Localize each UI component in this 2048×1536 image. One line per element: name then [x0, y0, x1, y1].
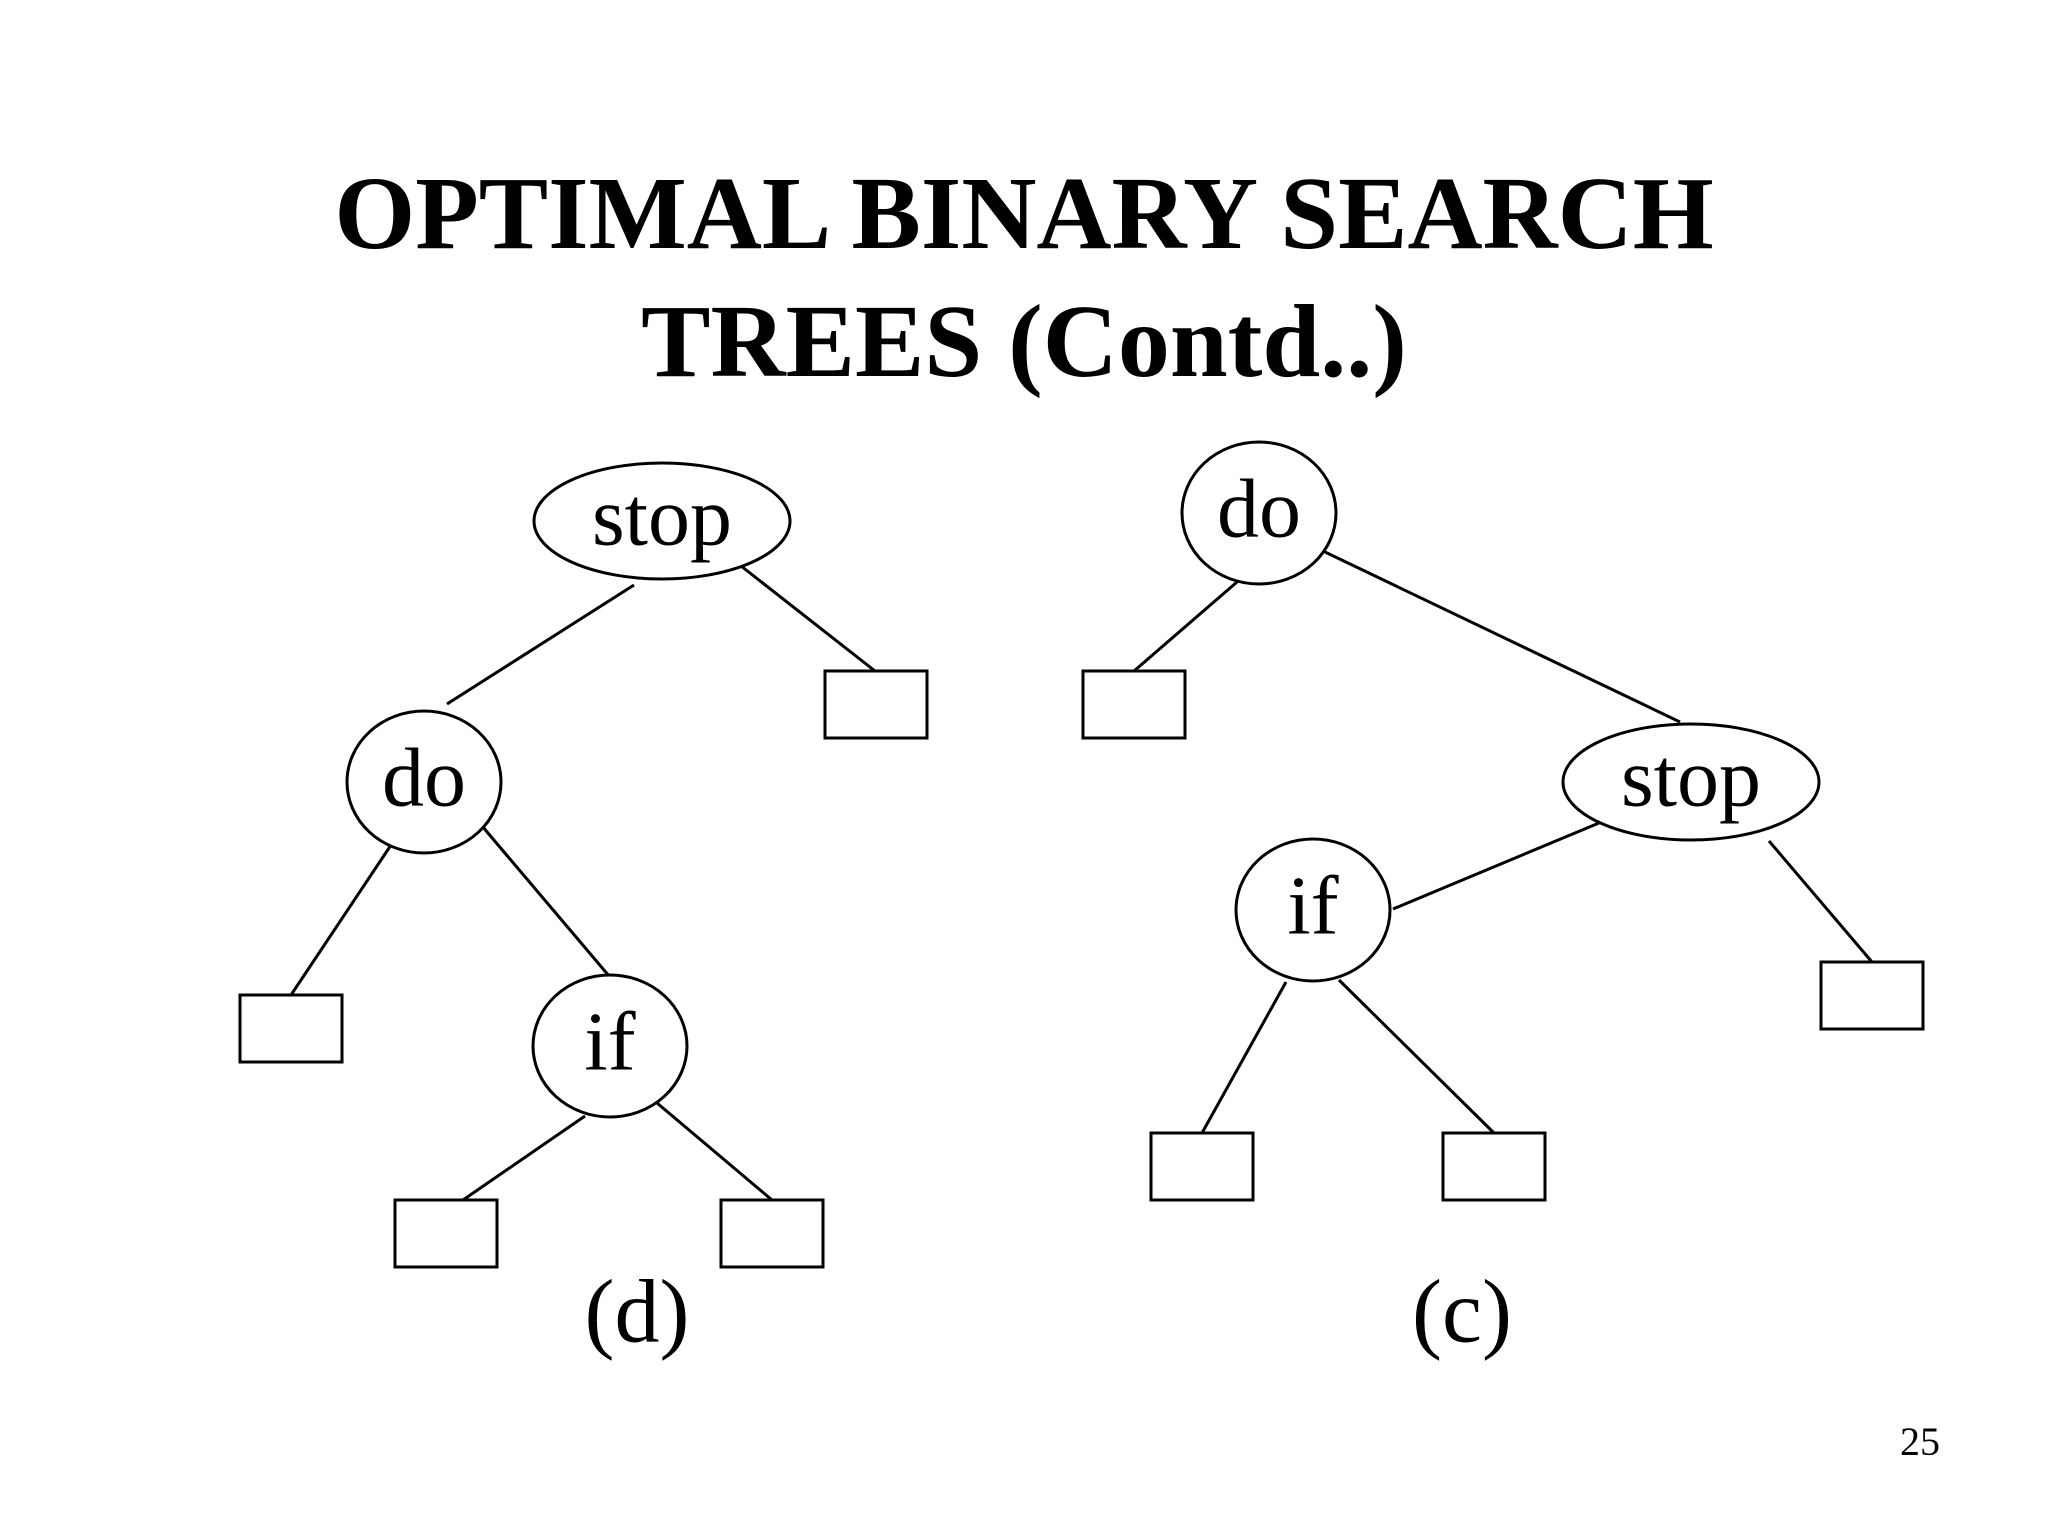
node-d-if: if [531, 973, 689, 1119]
node-label-d-stop: stop [592, 471, 732, 564]
title-line-1: OPTIMAL BINARY SEARCH [334, 156, 1714, 271]
edge-c-if-to-c-leaf-3 [1200, 981, 1288, 1134]
page-number: 25 [1900, 1419, 1940, 1464]
node-label-c-do: do [1217, 463, 1301, 556]
node-d-stop: stop [532, 461, 792, 581]
tree-caption: (c) [1412, 1263, 1512, 1362]
tree-c: do stop if (c) [1081, 440, 1925, 1362]
node-c-stop: stop [1561, 722, 1821, 842]
node-circle-c-if [1234, 837, 1392, 983]
leaf-c-leaf-1 [1081, 669, 1187, 740]
edge-d-if-to-d-leaf-3 [462, 1114, 586, 1202]
node-label-c-if: if [1287, 860, 1338, 953]
edge-c-do-to-c-stop [1324, 550, 1681, 724]
tree-d: stop do if (d) [238, 461, 929, 1362]
node-label-c-stop: stop [1621, 732, 1761, 825]
leaf-c-leaf-3 [1149, 1131, 1255, 1202]
leaf-d-leaf-2 [238, 993, 344, 1064]
edge-d-stop-to-d-do [446, 583, 635, 706]
leaf-d-leaf-1 [823, 669, 929, 740]
edge-d-if-to-d-leaf-4 [656, 1101, 773, 1202]
slide-title: OPTIMAL BINARY SEARCH TREES (Contd..) [0, 150, 2048, 406]
node-ellipse-d-stop [532, 461, 792, 581]
edge-d-stop-to-d-leaf-1 [740, 564, 876, 673]
edge-d-do-to-d-leaf-2 [289, 841, 395, 996]
leaf-c-leaf-2 [1819, 960, 1925, 1031]
node-circle-c-do [1180, 440, 1338, 586]
edge-c-stop-to-c-leaf-2 [1767, 840, 1874, 963]
edge-c-if-to-c-leaf-4 [1337, 978, 1496, 1135]
node-d-do: do [345, 709, 503, 855]
edge-c-do-to-c-leaf-1 [1133, 580, 1238, 673]
edge-d-do-to-d-if [480, 825, 617, 984]
leaf-d-leaf-3 [393, 1198, 499, 1269]
tree-caption: (d) [585, 1263, 690, 1362]
node-label-d-if: if [584, 996, 635, 1089]
node-label-d-do: do [382, 732, 466, 825]
node-c-do: do [1180, 440, 1338, 586]
leaf-c-leaf-4 [1441, 1131, 1547, 1202]
node-circle-d-if [531, 973, 689, 1119]
title-line-2: TREES (Contd..) [641, 284, 1407, 399]
leaf-d-leaf-4 [719, 1198, 825, 1269]
node-circle-d-do [345, 709, 503, 855]
node-c-if: if [1234, 837, 1392, 983]
edge-c-stop-to-c-if [1392, 821, 1600, 911]
node-ellipse-c-stop [1561, 722, 1821, 842]
